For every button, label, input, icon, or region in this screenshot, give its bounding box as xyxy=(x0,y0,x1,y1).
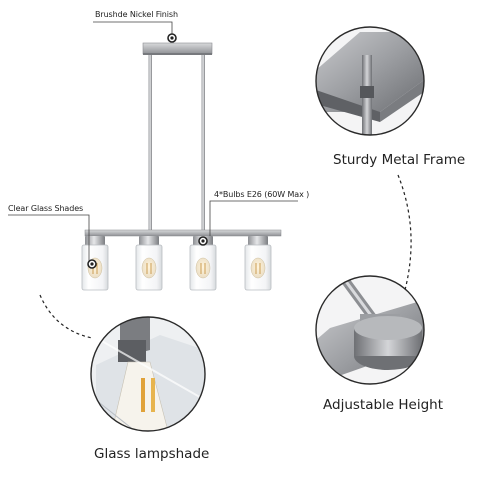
frame-feature-label: Sturdy Metal Frame xyxy=(333,152,466,168)
horizontal-bar xyxy=(84,229,282,237)
lampshade-feature-label: Glass lampshade xyxy=(94,446,210,462)
chandelier-fixture xyxy=(81,42,282,291)
dashed-connector xyxy=(39,294,93,339)
zoom-frame xyxy=(315,26,425,136)
zoom-glass xyxy=(90,316,206,432)
glass-shade xyxy=(244,236,272,291)
ceiling-canopy xyxy=(142,42,213,55)
callout-finish xyxy=(93,21,177,43)
hanging-rod-left xyxy=(148,55,152,231)
bulbs-label: 4*Bulbs E26 (60W Max ) xyxy=(214,190,310,199)
finish-label: Brushde Nickel Finish xyxy=(95,10,178,19)
shades-label: Clear Glass Shades xyxy=(8,204,84,213)
glass-shade xyxy=(135,236,163,291)
height-feature-label: Adjustable Height xyxy=(323,397,444,413)
hanging-rod-right xyxy=(201,55,205,231)
dashed-connector xyxy=(397,174,412,291)
callout-shades xyxy=(8,214,97,269)
zoom-height xyxy=(315,275,425,385)
callout-bulbs xyxy=(198,200,298,246)
